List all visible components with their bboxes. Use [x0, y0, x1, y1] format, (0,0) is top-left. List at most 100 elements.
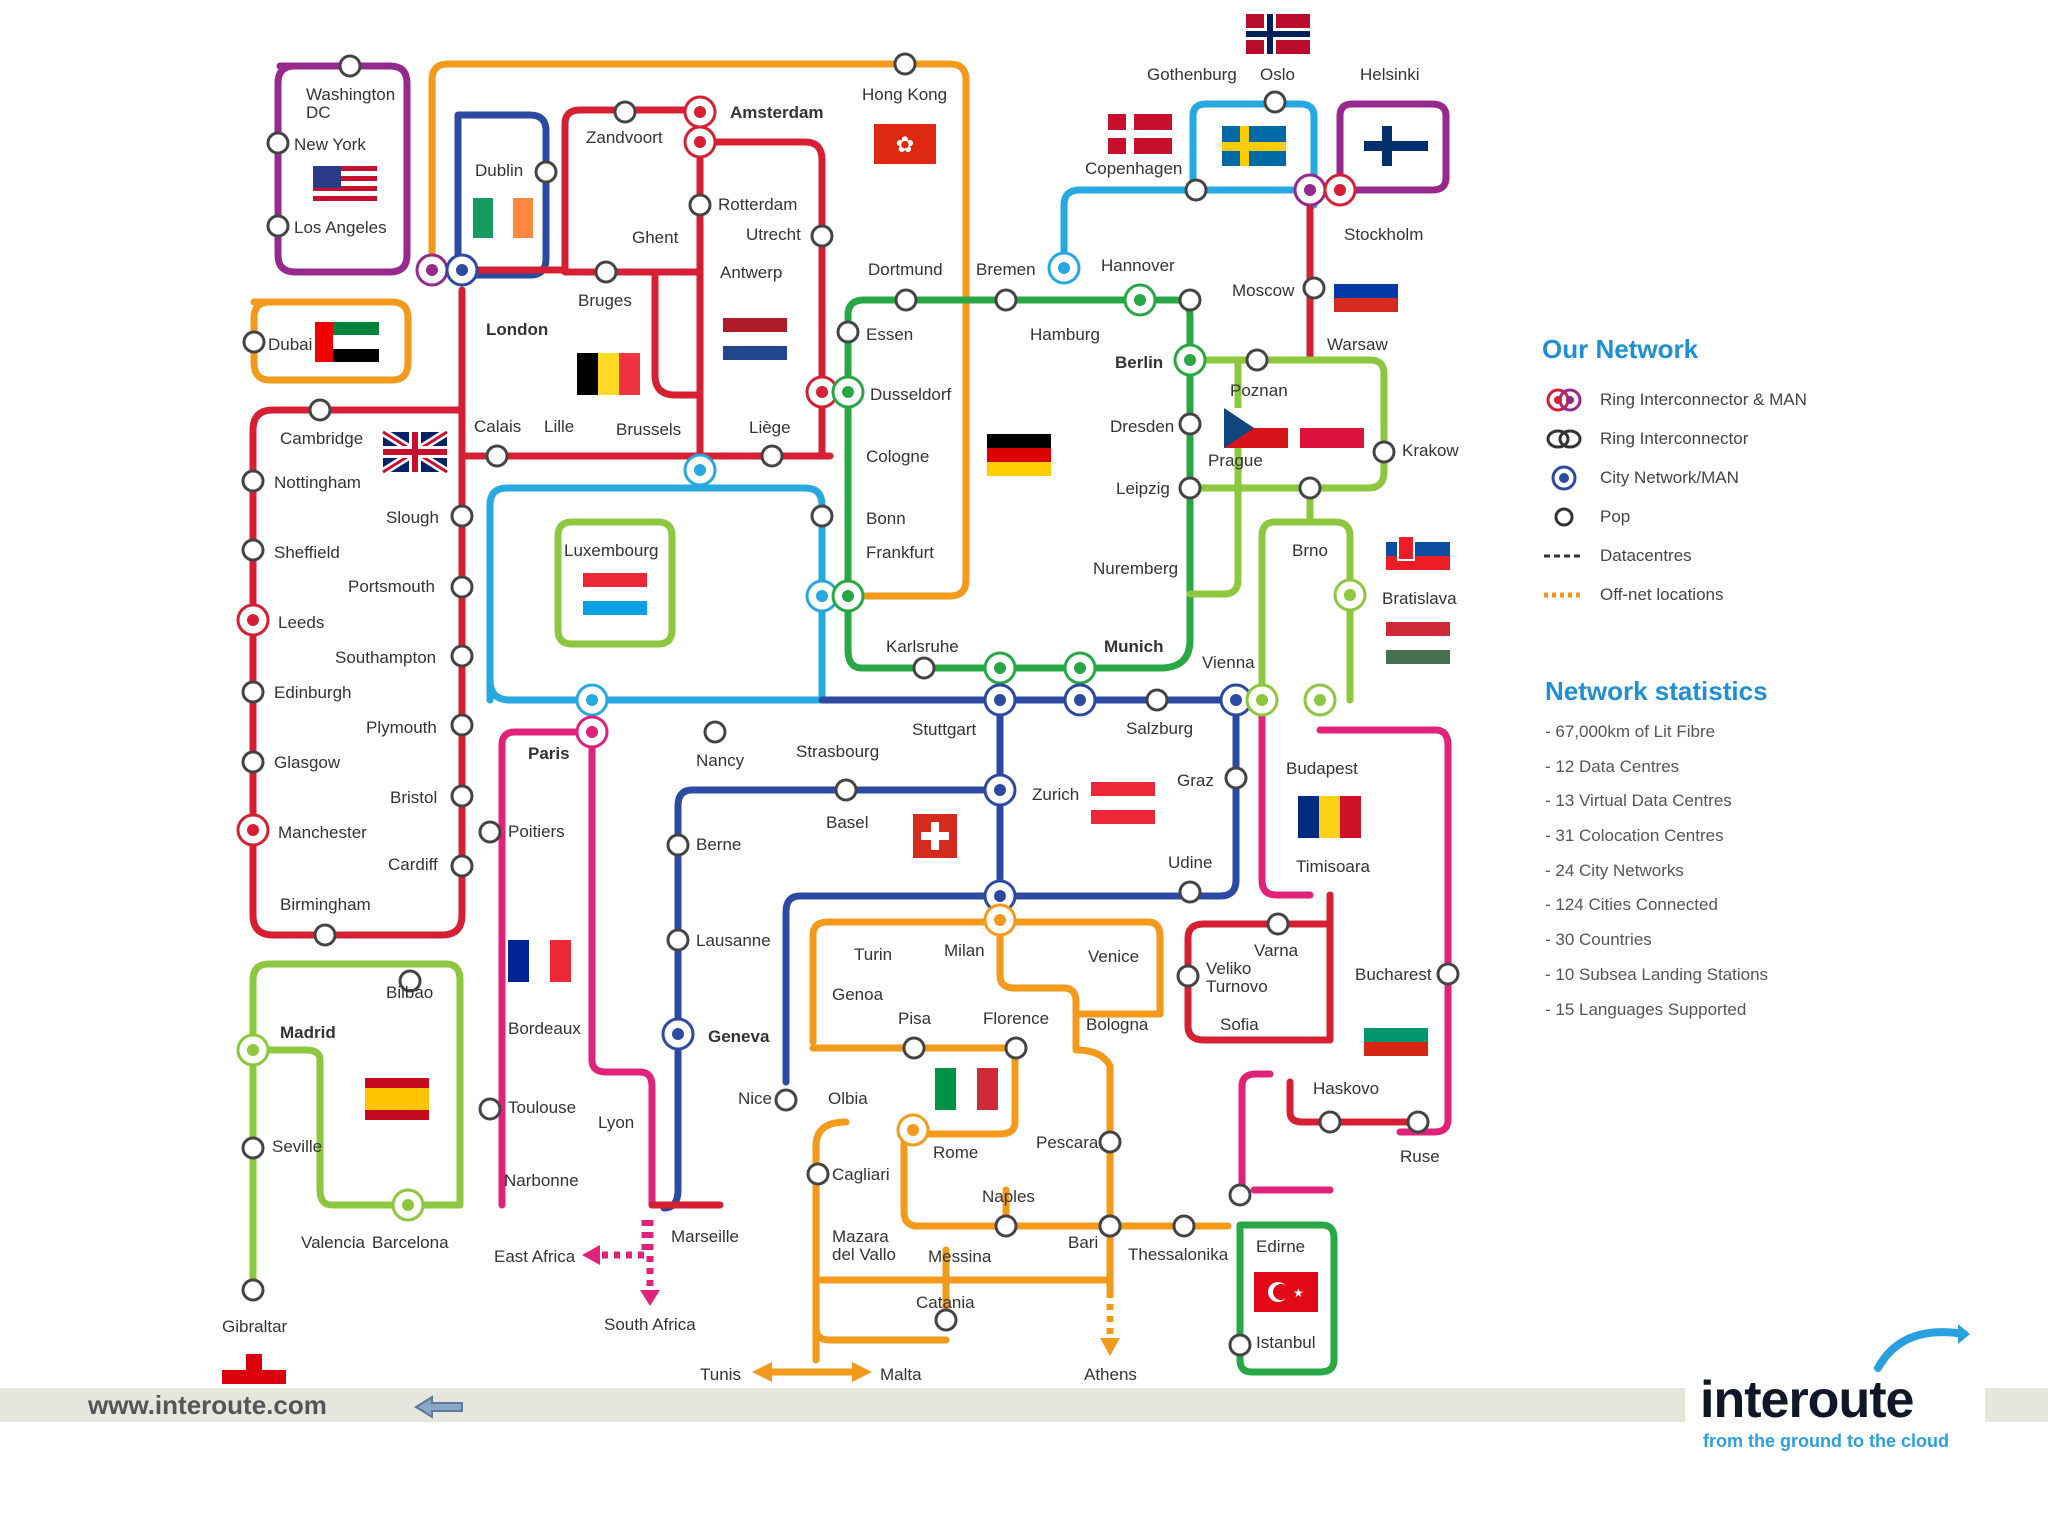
flag-sweden-icon	[1222, 126, 1286, 166]
arrow-athens	[1100, 1338, 1120, 1356]
city-label: Dortmund	[868, 260, 943, 279]
city-label: Frankfurt	[866, 543, 934, 562]
hub-station-core	[247, 824, 259, 836]
flags: ✿	[222, 14, 1450, 1384]
hub-station-core	[1074, 694, 1086, 706]
legend-item: Ring Interconnector & MAN	[1542, 380, 1942, 419]
city-label: Plymouth	[366, 718, 437, 737]
city-label: Utrecht	[746, 225, 801, 244]
hub-station-core	[907, 1124, 919, 1136]
city-label: Dubai	[268, 335, 312, 354]
city-label: Bologna	[1086, 1015, 1149, 1034]
city-label: Valencia	[301, 1233, 365, 1252]
pop-station	[810, 224, 834, 248]
stations	[236, 52, 1460, 1357]
city-label: Timisoara	[1296, 857, 1371, 876]
city-label: Liège	[749, 418, 791, 437]
flag-usa-icon	[313, 166, 377, 206]
hub-station-core	[694, 106, 706, 118]
flag-belgium-icon	[577, 353, 640, 395]
hub-station-core	[694, 136, 706, 148]
pop-station	[242, 330, 266, 354]
city-label: Pisa	[898, 1009, 932, 1028]
city-label: Hong Kong	[862, 85, 947, 104]
hub-station-core	[1058, 262, 1070, 274]
brand-logo: interoute	[1700, 1371, 1914, 1429]
pop-station	[450, 713, 474, 737]
pop-station	[893, 52, 917, 76]
city-label: Ruse	[1400, 1147, 1440, 1166]
hub-station-core	[586, 694, 598, 706]
pop-station	[1178, 288, 1202, 312]
line-lightblue-paris	[486, 484, 826, 704]
website-link[interactable]: www.interoute.com	[88, 1390, 327, 1420]
stat-item: - 124 Cities Connected	[1545, 895, 1718, 915]
city-label: Bari	[1068, 1233, 1098, 1252]
city-label: Los Angeles	[294, 218, 387, 237]
arrow-icon	[414, 1395, 463, 1419]
pop-station	[1098, 1214, 1122, 1238]
flag-slovakia-icon	[1386, 528, 1450, 570]
city-label: Berlin	[1115, 353, 1163, 372]
pop-station	[1145, 688, 1169, 712]
pop-station	[450, 575, 474, 599]
city-label: Istanbul	[1256, 1333, 1316, 1352]
ring-interconnector-icon	[1546, 429, 1582, 448]
flag-finland-icon	[1364, 126, 1428, 166]
city-label: Ghent	[632, 228, 679, 247]
city-label: Salzburg	[1126, 719, 1193, 738]
city-label: Nice	[738, 1089, 772, 1108]
pop-station	[836, 320, 860, 344]
pop-station	[478, 820, 502, 844]
flag-turkey-icon: ★	[1254, 1272, 1318, 1312]
stat-item: - 13 Virtual Data Centres	[1545, 791, 1732, 811]
legend-label: Ring Interconnector & MAN	[1600, 389, 1807, 409]
legend-label: City Network/MAN	[1600, 467, 1739, 487]
city-label: Warsaw	[1327, 335, 1388, 354]
pop-station	[994, 288, 1018, 312]
hub-station-core	[994, 662, 1006, 674]
flag-spain-icon	[365, 1078, 429, 1120]
hub-station-core	[694, 464, 706, 476]
pop-station	[912, 656, 936, 680]
city-label: Cambridge	[280, 429, 363, 448]
city-label: Luxembourg	[564, 541, 659, 560]
arrow-tunis	[752, 1362, 772, 1382]
line-dublin	[454, 111, 550, 279]
pop-station	[806, 1162, 830, 1186]
pop-station	[241, 1278, 265, 1302]
pop-station	[1263, 90, 1287, 114]
pop-station	[1228, 1333, 1252, 1357]
flag-gibraltar-icon	[222, 1344, 286, 1384]
city-label: Dusseldorf	[870, 385, 952, 404]
logo-swoosh-icon	[1874, 1324, 1970, 1372]
pop-station	[450, 644, 474, 668]
pop-station	[774, 1088, 798, 1112]
arrow-east-africa	[582, 1245, 600, 1265]
hub-station-core	[1314, 694, 1326, 706]
city-label: Hamburg	[1030, 325, 1100, 344]
city-label: Leeds	[278, 613, 324, 632]
legend-item: City Network/MAN	[1542, 458, 1942, 497]
city-label: Tunis	[700, 1365, 741, 1384]
city-label: Edirne	[1256, 1237, 1305, 1256]
city-label: Varna	[1254, 941, 1299, 960]
pop-station	[894, 288, 918, 312]
hub-station-core	[426, 264, 438, 276]
pop-station	[994, 1214, 1018, 1238]
city-label: Nuremberg	[1093, 559, 1178, 578]
pop-station	[534, 160, 558, 184]
pop-station	[1178, 412, 1202, 436]
hub-station-core	[816, 386, 828, 398]
hub-station-core	[402, 1199, 414, 1211]
pop-station	[308, 398, 332, 422]
line-finland	[1336, 100, 1450, 194]
datacentre-line-icon	[1544, 554, 1584, 557]
flag-denmark-icon	[1108, 114, 1172, 154]
stat-item: - 31 Colocation Centres	[1545, 826, 1724, 846]
city-label: Karlsruhe	[886, 637, 959, 656]
city-label: Gibraltar	[222, 1317, 288, 1336]
pop-station	[1228, 1183, 1252, 1207]
city-label: Amsterdam	[730, 103, 824, 122]
